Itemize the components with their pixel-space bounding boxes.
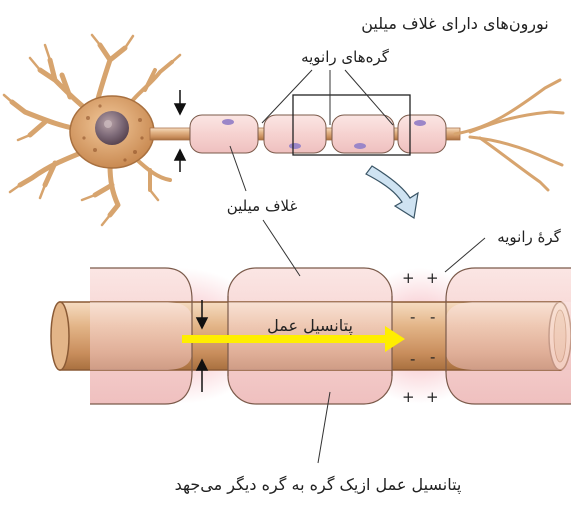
diagram-title: نورون‌های دارای غلاف میلین	[361, 14, 548, 34]
charge-minus: -	[410, 308, 415, 326]
charge-minus: -	[430, 308, 435, 326]
charge-plus: +	[402, 269, 415, 287]
myelin-segments-top	[190, 115, 446, 153]
node-of-ranvier-label: گرهٔ رانویه	[497, 228, 561, 246]
charge-minus: -	[430, 348, 435, 366]
schwann-nucleus	[414, 120, 426, 126]
action-potential-label: پتانسیل عمل	[267, 316, 353, 336]
saltatory-conduction-caption: پتانسیل عمل ازیک گره به گره دیگر می‌جهد	[175, 475, 462, 495]
schwann-nucleus	[354, 143, 366, 149]
nucleus	[95, 111, 129, 145]
charge-minus: -	[410, 350, 415, 368]
schwann-nucleus	[222, 119, 234, 125]
nucleolus	[104, 120, 112, 128]
axon-terminals	[455, 80, 563, 190]
charge-plus: +	[402, 388, 415, 406]
schwann-nucleus	[289, 143, 301, 149]
nodes-of-ranvier-label: گره‌های رانویه	[301, 48, 390, 66]
charge-plus: +	[426, 269, 439, 287]
zoom-callout-arrow	[366, 166, 418, 218]
myelin-sheath-label: غلاف میلین	[227, 197, 298, 215]
charge-plus: +	[426, 388, 439, 406]
